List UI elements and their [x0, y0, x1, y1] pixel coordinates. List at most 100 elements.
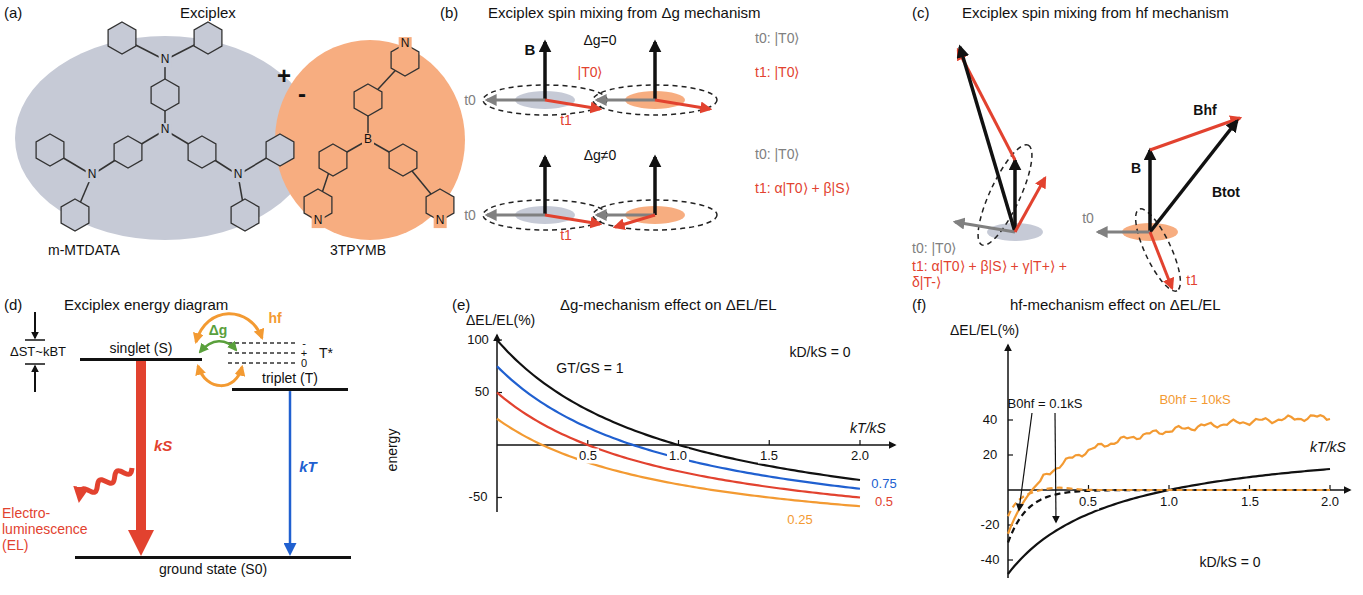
- spin-arrow: [487, 214, 545, 217]
- benzene-ring: [61, 199, 89, 231]
- text-label: Δg: [209, 322, 228, 338]
- field-arrow: [653, 157, 657, 215]
- text-label: (a): [4, 4, 22, 21]
- text-label: kD/kS = 0: [789, 344, 850, 360]
- text-label: 0.25: [787, 513, 812, 528]
- text-label: Exciplex spin mixing from hf mechanism: [962, 4, 1229, 21]
- gap-bar: [25, 339, 45, 341]
- text-label: t0: [464, 207, 476, 223]
- text-label: B: [362, 133, 374, 147]
- text-label: t0: |T0⟩: [912, 240, 956, 256]
- dg-arc: [200, 341, 236, 352]
- text-label: Btot: [1212, 184, 1240, 200]
- precession-ellipse: [1127, 204, 1189, 297]
- tick: [1008, 559, 1013, 560]
- text-label: Δg-mechanism effect on ΔEL/EL: [560, 296, 777, 313]
- x-axis: [497, 444, 895, 446]
- y-axis: [1007, 345, 1009, 578]
- text-label: energy: [384, 429, 400, 472]
- text-label: t1: α|T0⟩ + β|S⟩ + γ|T+⟩ + δ|T-⟩: [912, 258, 1082, 290]
- text-label: 1.5: [1239, 495, 1261, 510]
- text-label: t0: |T0⟩: [755, 146, 799, 162]
- spin-arrow: [615, 215, 655, 227]
- text-label: ΔEL/EL(%): [466, 312, 535, 328]
- text-label: Exciplex: [180, 4, 236, 21]
- text-label: 0: [301, 357, 307, 370]
- emission-arrow: [80, 468, 132, 495]
- field-arrow: [1148, 150, 1152, 232]
- text-label: 20: [981, 448, 999, 463]
- spin-arrow: [545, 215, 600, 224]
- text-label: |T0⟩: [578, 64, 603, 80]
- level-label: ground state (S0): [79, 561, 347, 577]
- gap-bar: [25, 363, 45, 365]
- text-label: m-MTDATA: [48, 242, 120, 258]
- text-label: (b): [440, 4, 458, 21]
- y-axis: [496, 335, 498, 512]
- text-label: -: [298, 80, 306, 108]
- text-label: B0hf = 10kS: [1159, 393, 1230, 408]
- text-label: 0.5: [875, 495, 893, 510]
- text-label: kT/kS: [1310, 439, 1346, 455]
- text-label: 50: [473, 385, 491, 400]
- gap-arrow: [34, 366, 36, 392]
- text-label: kT/kS: [850, 420, 886, 436]
- spin-arrow: [545, 100, 600, 109]
- text-label: t0: [1082, 210, 1094, 226]
- rate-arrow: [136, 361, 146, 533]
- text-label: 0.75: [871, 477, 896, 492]
- text-label: B: [1131, 160, 1141, 176]
- spin-arrow: [1098, 231, 1150, 234]
- hf-arc: [198, 366, 242, 386]
- leader-arrow: [1019, 413, 1032, 510]
- text-label: ΔST~kBT: [8, 345, 68, 360]
- benzene-ring: [266, 134, 294, 166]
- benzene-ring: [36, 134, 64, 166]
- leader-arrow: [1055, 413, 1056, 522]
- text-label: Electro- luminescence (EL): [2, 505, 94, 553]
- tick: [1008, 454, 1013, 455]
- text-label: N: [159, 123, 172, 137]
- field-arrow: [543, 42, 547, 100]
- text-label: 2.0: [1319, 495, 1341, 510]
- text-label: 2.0: [849, 449, 871, 464]
- data-curve: [497, 419, 860, 507]
- text-label: (f): [912, 296, 926, 313]
- text-label: 40: [981, 413, 999, 428]
- text-label: -50: [467, 490, 490, 505]
- rate-label: kS: [154, 437, 172, 454]
- level-label: triplet (T): [236, 370, 344, 386]
- rate-arrow: [289, 391, 292, 544]
- text-label: Bhf: [1193, 102, 1216, 118]
- benzene-ring: [114, 136, 142, 168]
- text-label: t0: [464, 92, 476, 108]
- energy-level: ground state (S0): [75, 556, 351, 579]
- gap-arrow: [34, 312, 36, 338]
- text-label: hf-mechanism effect on ΔEL/EL: [1010, 296, 1221, 313]
- benzene-ring: [389, 144, 417, 176]
- spin-arrow: [597, 99, 655, 102]
- acceptor-ellipse: [275, 40, 465, 240]
- tick: [497, 497, 502, 498]
- text-label: hf: [268, 310, 281, 326]
- text-label: 1.5: [758, 449, 780, 464]
- benzene-ring: [188, 136, 216, 168]
- text-label: 0.5: [1077, 495, 1099, 510]
- spin-arrow: [655, 100, 710, 109]
- text-label: B: [525, 41, 536, 58]
- text-label: N: [434, 214, 447, 228]
- energy-level: triplet (T): [232, 368, 348, 391]
- spin-arrow: [1150, 232, 1172, 288]
- text-label: 0.5: [577, 449, 599, 464]
- text-label: Δg=0: [583, 32, 616, 48]
- text-label: N: [86, 168, 99, 182]
- text-label: 100: [465, 333, 491, 348]
- level-label: singlet (S): [84, 340, 198, 356]
- spin-arrow: [955, 222, 1015, 232]
- text-label: t1: [1186, 272, 1198, 288]
- benzene-ring: [231, 199, 259, 231]
- text-label: kD/kS = 0: [1199, 554, 1260, 570]
- benzene-ring: [151, 79, 179, 111]
- text-label: 1.0: [1158, 495, 1180, 510]
